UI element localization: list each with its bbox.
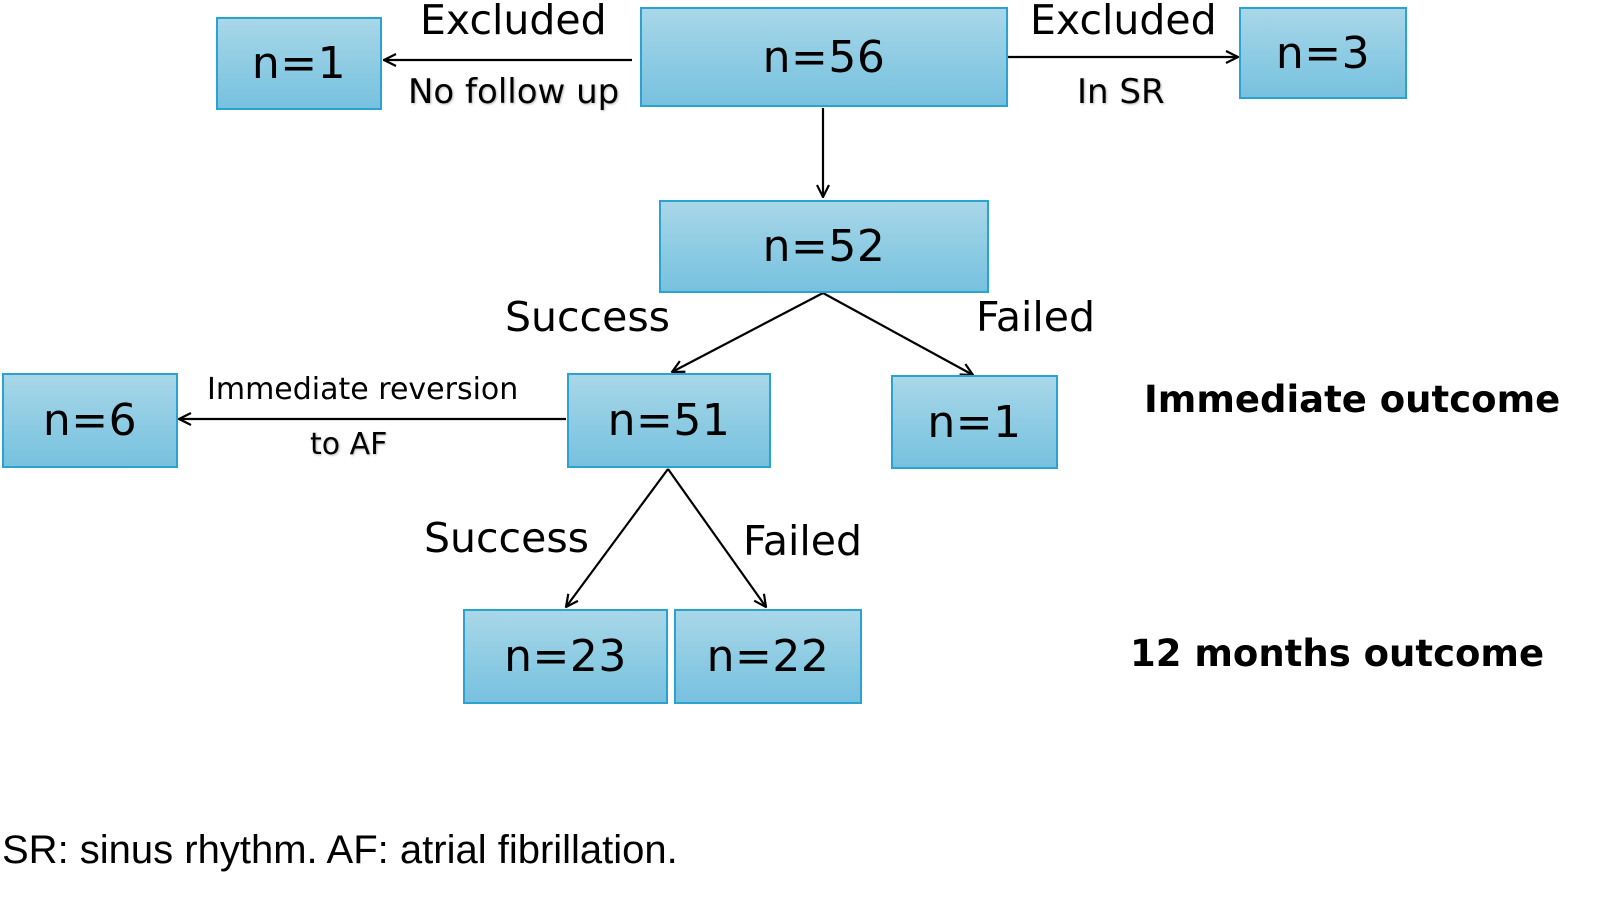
- node-immediate-success: n=51: [567, 373, 771, 468]
- label-excluded-left: Excluded: [420, 0, 607, 44]
- node-excluded-no-follow-up: n=1: [216, 17, 382, 110]
- arrow-51-to-22: [667, 468, 766, 607]
- label-to-af: to AF: [310, 427, 388, 462]
- node-immediate-success-label: n=51: [607, 395, 731, 446]
- label-in-sr: In SR: [1077, 72, 1165, 112]
- node-immediate-failed-label: n=1: [927, 396, 1022, 448]
- label-failed-immediate: Failed: [976, 293, 1095, 341]
- node-month12-failed-label: n=22: [706, 631, 830, 682]
- node-month12-success: n=23: [463, 609, 668, 704]
- node-excluded-no-follow-up-label: n=1: [251, 38, 347, 89]
- node-month12-success-label: n=23: [504, 631, 627, 682]
- arrow-52-to-51: [672, 292, 824, 372]
- node-reversion-to-af: n=6: [2, 373, 178, 468]
- node-month12-failed: n=22: [674, 609, 862, 704]
- label-no-follow-up: No follow up: [408, 72, 620, 112]
- node-total: n=56: [640, 7, 1008, 107]
- label-failed-12m: Failed: [743, 517, 862, 565]
- node-treated: n=52: [659, 200, 989, 293]
- arrow-52-to-1: [822, 292, 973, 375]
- node-immediate-failed: n=1: [891, 375, 1058, 469]
- label-excluded-right: Excluded: [1030, 0, 1217, 44]
- label-success-immediate: Success: [505, 293, 671, 341]
- node-reversion-to-af-label: n=6: [42, 395, 138, 446]
- stage-label-immediate: Immediate outcome: [1144, 378, 1561, 421]
- label-immediate-reversion: Immediate reversion: [207, 372, 519, 407]
- node-treated-label: n=52: [762, 221, 886, 272]
- footnote: SR: sinus rhythm. AF: atrial fibrillatio…: [2, 828, 678, 872]
- node-total-label: n=56: [762, 31, 886, 83]
- stage-label-12-months: 12 months outcome: [1130, 632, 1545, 675]
- node-excluded-in-sr-label: n=3: [1275, 27, 1371, 79]
- label-success-12m: Success: [424, 514, 590, 562]
- arrow-51-to-23: [566, 468, 669, 607]
- node-excluded-in-sr: n=3: [1239, 7, 1407, 99]
